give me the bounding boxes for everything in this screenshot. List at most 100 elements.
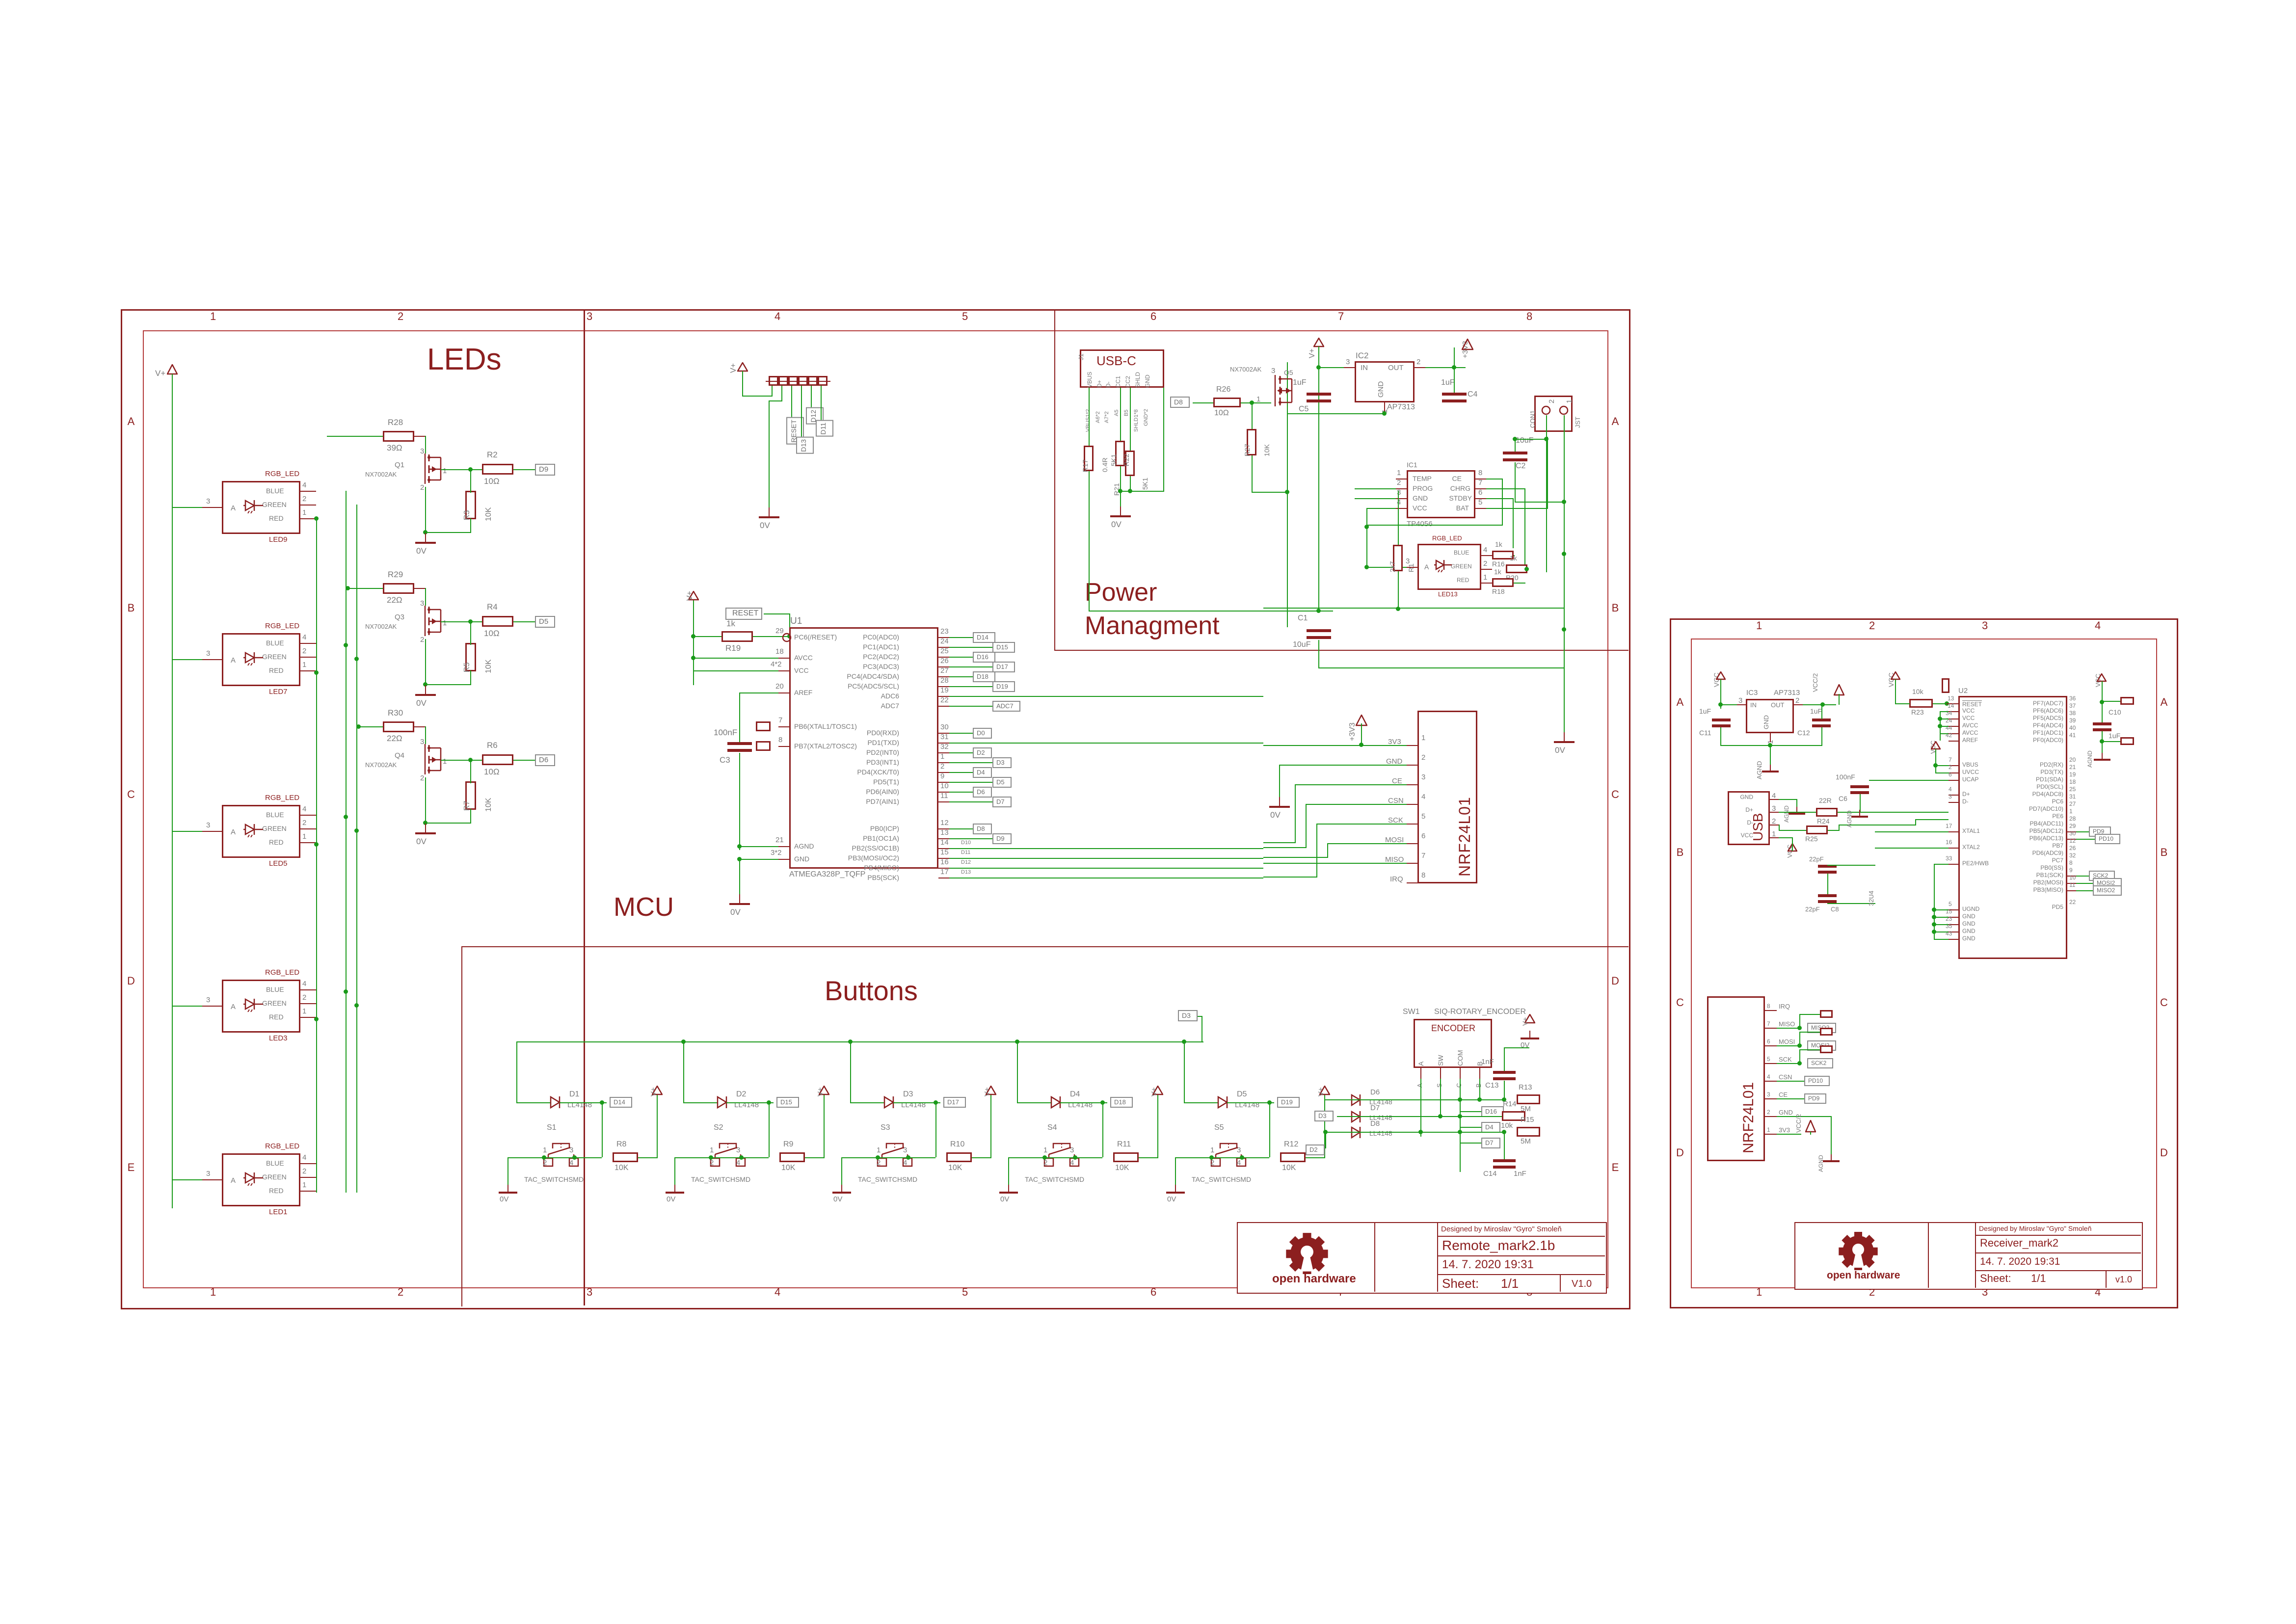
- node-dot-enca: [1418, 1130, 1423, 1134]
- rx-mcu-lnum-14: 5: [1949, 901, 1952, 907]
- rx-dp-w: [1779, 812, 1816, 813]
- mcu-right-wire-0: [949, 637, 973, 638]
- node-dot-bus-r4: [314, 1017, 319, 1021]
- btn-pn3-5: 3: [1237, 1146, 1241, 1154]
- mcu-right-num-14: 10: [940, 782, 949, 790]
- gnd-symbol-btn3: [829, 1185, 855, 1198]
- net-label-d4-mcu: D4: [973, 767, 992, 778]
- mcu-right-name-13: PD5(T1): [873, 778, 899, 786]
- mosfet-pin3-q5: 3: [1271, 367, 1276, 375]
- node-dot-3v3-nrf: [1359, 743, 1363, 747]
- mcu-right-name-21: PB5(SCK): [867, 874, 899, 881]
- encoder-d7n-h: [1460, 1143, 1481, 1144]
- rx-gnd-symbol-c10: [2092, 753, 2113, 765]
- res-r22-val: 5K1: [1141, 478, 1149, 490]
- rx-mcu-rnum-14: 28: [2069, 815, 2076, 822]
- res-r17-val: 0.4R: [1101, 457, 1109, 472]
- led-pin-a-3: A: [231, 828, 236, 836]
- node-dot-bus5: [1182, 1039, 1186, 1044]
- rx-mcu-lname-5: AREF: [1962, 737, 1978, 744]
- mcu-right-num-5b: 28: [940, 676, 949, 685]
- cap-c4: [1442, 393, 1467, 403]
- cap-c14-ref: C14: [1483, 1170, 1497, 1178]
- rx-nrf-pl-3: [1765, 1063, 1777, 1064]
- led13-ref: LED13: [1438, 590, 1458, 598]
- rx-mcu-lpl-6: [1949, 765, 1958, 766]
- wire-con1-p2: [1546, 415, 1547, 572]
- mcu-left-pinline-3: [778, 692, 789, 693]
- zone-col-8: 8: [1526, 310, 1533, 322]
- led-pin-line-b-3: [300, 815, 316, 816]
- led-pulldown-val-2: 10K: [484, 659, 493, 673]
- mcu-right-num-16: 12: [940, 819, 949, 827]
- rx-mcu-rnum-0: 36: [2069, 695, 2076, 702]
- cap-c2-ref: C2: [1516, 462, 1526, 470]
- title-version-remote: V1.0: [1572, 1278, 1592, 1289]
- btn-res-ref-3: R10: [950, 1140, 965, 1148]
- encoder-pl-b: [1479, 1068, 1480, 1079]
- mcu-left-pinline-6: [778, 846, 789, 847]
- nrf-gnd-down: [1279, 765, 1280, 799]
- node-dot-sw4r: [1073, 1155, 1077, 1160]
- rx-zone-row-c: C: [1676, 996, 1684, 1009]
- gnd-symbol-nrf: [1267, 797, 1293, 812]
- rx-zone-row-c-r: C: [2160, 996, 2168, 1009]
- rx-r23-ref: R23: [1911, 708, 1924, 716]
- encoder-nettag-a: A: [1416, 1083, 1423, 1088]
- power-vplus-label: V+: [1308, 348, 1316, 358]
- encoder-diode-part-d8: LL4148: [1369, 1129, 1392, 1137]
- mcu-right-line-7: [938, 706, 949, 707]
- rx-mcu-lnum-11: 17: [1946, 823, 1952, 829]
- rx-nrf-gnd-v: [1831, 1116, 1832, 1156]
- led-pin-green-1: GREEN: [262, 501, 287, 508]
- rx-mcu-lpl-18: [1949, 939, 1958, 940]
- led-pinnum-g-2: 2: [302, 647, 307, 655]
- led-gate-wire-1: [327, 436, 383, 437]
- rx-r24-ref: R24: [1817, 817, 1830, 825]
- rx-nrf-net-3: SCK2: [1807, 1058, 1834, 1068]
- mcu-left-pin-name-5: PB7(XTAL2/TOSC2): [794, 742, 857, 750]
- icsp-vplus-h: [742, 396, 772, 397]
- nrf-pinline-5: [1407, 843, 1417, 844]
- led-pin-line-a-5: [202, 1179, 222, 1180]
- rx-mcu-vbus-h: [1935, 765, 1949, 766]
- btn-pn2-3: 2: [877, 1159, 881, 1167]
- sheet-receiver-frame: [1691, 639, 2157, 1288]
- mcu-right-name-17: PB1(OC1A): [863, 834, 899, 842]
- rx-mcu-rnum-2: 38: [2069, 710, 2076, 717]
- mcu-left-pinline-5: [778, 746, 789, 747]
- led-pinnum-r-4: 1: [302, 1007, 307, 1015]
- zone-col-2: 2: [398, 310, 404, 322]
- res-r15-val: 5M: [1521, 1137, 1531, 1145]
- rx-usb-title: USB: [1750, 813, 1765, 841]
- wire-c13-vtop: [1504, 1047, 1529, 1048]
- encoder-pin-com: COM: [1456, 1050, 1464, 1066]
- mcu-pullup-r: [753, 636, 790, 637]
- gnd-label-btn4: 0V: [1000, 1195, 1010, 1203]
- rx-jumper-2: [2120, 737, 2134, 745]
- mcu-right-name-9: PD1(TXD): [867, 739, 899, 746]
- mcu-right-wire-16: [949, 828, 973, 829]
- node-dot-gndrail1: [1562, 552, 1566, 556]
- btn-anode-5: [1184, 1102, 1218, 1103]
- res-r26: [1213, 398, 1241, 407]
- rx-agnd-label-usb: AGND: [1783, 805, 1790, 823]
- led-gate-down-2: [425, 588, 426, 606]
- btn-pn1-3: 1: [877, 1146, 881, 1154]
- mcu-right-num-10: 32: [940, 743, 949, 751]
- rx-dm-w: [1779, 830, 1806, 831]
- ic2-num-in: 3: [1346, 358, 1350, 366]
- rx-mcu-rnum-16: 30: [2069, 830, 2076, 837]
- rx-usb-n-dp: 3: [1772, 804, 1776, 813]
- mcu-left-pin-name-4: PB6(XTAL1/TOSC1): [794, 722, 857, 730]
- gnd-label-led3: 0V: [416, 837, 427, 846]
- led-gate-res-3: [383, 721, 414, 732]
- node-dot-ic2gnd: [1382, 411, 1387, 416]
- rx-mcu-rnum-15: 29: [2069, 823, 2076, 829]
- rx-net-pd10: PD10: [2095, 834, 2121, 844]
- btn-vplus-4: [1157, 1094, 1158, 1157]
- wire-r1-bot: [1398, 571, 1399, 609]
- nrf-csn-h: [1263, 847, 1306, 848]
- mosfet-type-2: NX7002AK: [365, 623, 397, 630]
- rx-mcu-lpl-13: [1949, 864, 1958, 865]
